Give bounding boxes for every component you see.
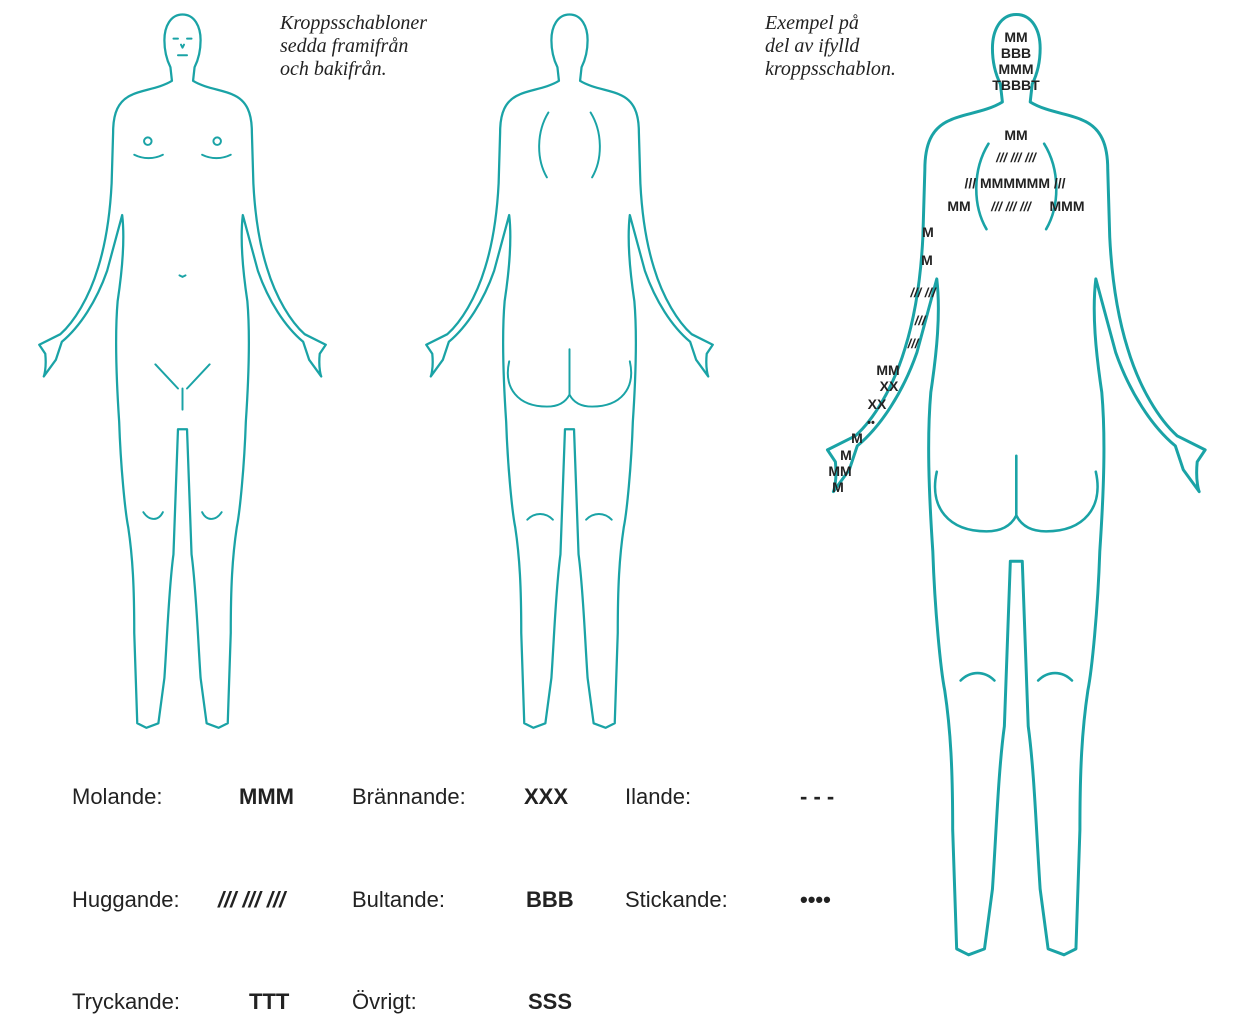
arm-mark: /// bbox=[907, 336, 920, 351]
shoulder-mark: /// MMMMMM /// bbox=[964, 175, 1065, 191]
arm-mark: /// bbox=[914, 313, 927, 328]
legend-label-other: Övrigt: bbox=[352, 989, 417, 1015]
arm-mark: M bbox=[832, 479, 844, 495]
templates-caption: Kroppsschabloner sedda framifrån och bak… bbox=[280, 12, 427, 81]
legend-symbol-shooting: - - - bbox=[800, 784, 834, 810]
legend-label-pricking: Stickande: bbox=[625, 887, 728, 913]
head-mark: MM bbox=[1004, 29, 1027, 45]
shoulder-mark: MMM bbox=[1050, 198, 1085, 214]
head-mark: MMM bbox=[999, 61, 1034, 77]
legend-symbol-throbbing: BBB bbox=[526, 887, 574, 913]
arm-mark: •• bbox=[867, 417, 875, 429]
legend-symbol-pressing: TTT bbox=[249, 989, 289, 1015]
arm-mark: XX bbox=[880, 378, 899, 394]
head-mark: BBB bbox=[1001, 45, 1031, 61]
back-body-template bbox=[426, 15, 713, 728]
arm-mark: XX bbox=[868, 396, 887, 412]
arm-mark: /// /// bbox=[909, 285, 937, 300]
legend-label-burning: Brännande: bbox=[352, 784, 466, 810]
legend-symbol-stabbing: /// /// /// bbox=[218, 887, 285, 913]
neck-mark: /// /// /// bbox=[995, 150, 1037, 165]
arm-mark: M bbox=[840, 447, 852, 463]
neck-mark: MM bbox=[1004, 127, 1027, 143]
legend-symbol-pricking: •••• bbox=[800, 887, 831, 913]
arm-mark: M bbox=[921, 252, 933, 268]
arm-mark: MM bbox=[876, 362, 899, 378]
front-body-outline bbox=[39, 15, 326, 728]
legend-label-stabbing: Huggande: bbox=[72, 887, 180, 913]
legend-label-throbbing: Bultande: bbox=[352, 887, 445, 913]
arm-mark: M bbox=[851, 430, 863, 446]
head-mark: TBBBT bbox=[992, 77, 1040, 93]
legend-symbol-burning: XXX bbox=[524, 784, 568, 810]
legend-label-shooting: Ilande: bbox=[625, 784, 691, 810]
legend-label-pressing: Tryckande: bbox=[72, 989, 180, 1015]
arm-mark: M bbox=[922, 224, 934, 240]
shoulder-mark: /// /// /// bbox=[990, 199, 1032, 214]
legend-label-aching: Molande: bbox=[72, 784, 163, 810]
shoulder-mark: MM bbox=[947, 198, 970, 214]
legend-symbol-aching: MMM bbox=[239, 784, 294, 810]
arm-mark: MM bbox=[828, 463, 851, 479]
legend-symbol-other: SSS bbox=[528, 989, 572, 1015]
front-body-template bbox=[39, 15, 326, 728]
example-caption: Exempel på del av ifylld kroppsschablon. bbox=[765, 12, 896, 81]
